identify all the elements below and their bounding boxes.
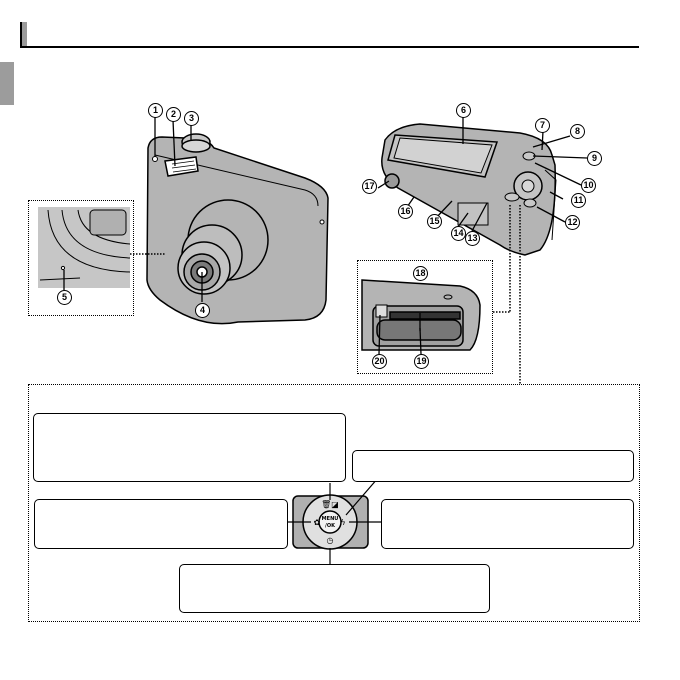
callout-18: 18 [413, 266, 428, 281]
trash-exposure-icon: 🗑◪ [321, 500, 339, 509]
svg-text:MENU: MENU [322, 516, 339, 522]
callout-14: 14 [451, 226, 466, 241]
callout-3: 3 [184, 111, 199, 126]
side-section-tab [0, 62, 14, 105]
header-tab-marker [20, 22, 27, 46]
self-timer-icon: ◷ [327, 536, 334, 545]
battery-inset-drawing [361, 279, 481, 351]
callout-20: 20 [372, 354, 387, 369]
front-camera-drawing [146, 133, 329, 325]
callout-10: 10 [581, 178, 596, 193]
callout-13: 13 [465, 231, 480, 246]
svg-text:/OK: /OK [325, 523, 336, 529]
callout-1: 1 [148, 103, 163, 118]
battery-inset-frame [357, 260, 493, 374]
selector-detail-frame [28, 384, 640, 622]
selector-menu-description [352, 450, 634, 482]
front-inset-drawing [38, 207, 131, 288]
flash-icon: ϟ [340, 518, 345, 527]
callout-11: 11 [571, 193, 586, 208]
front-inset-frame [28, 200, 134, 316]
callout-8: 8 [570, 124, 585, 139]
callout-16: 16 [398, 204, 413, 219]
selector-up-description [33, 413, 346, 482]
callout-7: 7 [535, 118, 550, 133]
selector-left-description [34, 499, 288, 549]
back-camera-drawing [381, 123, 557, 256]
callout-5: 5 [57, 290, 72, 305]
page-header-rule [20, 22, 639, 48]
callout-15: 15 [427, 214, 442, 229]
macro-flower-icon: ✿ [314, 518, 321, 527]
selector-down-description [179, 564, 490, 613]
callout-12: 12 [565, 215, 580, 230]
callout-6: 6 [456, 103, 471, 118]
callout-4: 4 [195, 303, 210, 318]
callout-9: 9 [587, 151, 602, 166]
callout-2: 2 [166, 107, 181, 122]
callout-19: 19 [414, 354, 429, 369]
callout-17: 17 [362, 179, 377, 194]
selector-right-description [381, 499, 634, 549]
